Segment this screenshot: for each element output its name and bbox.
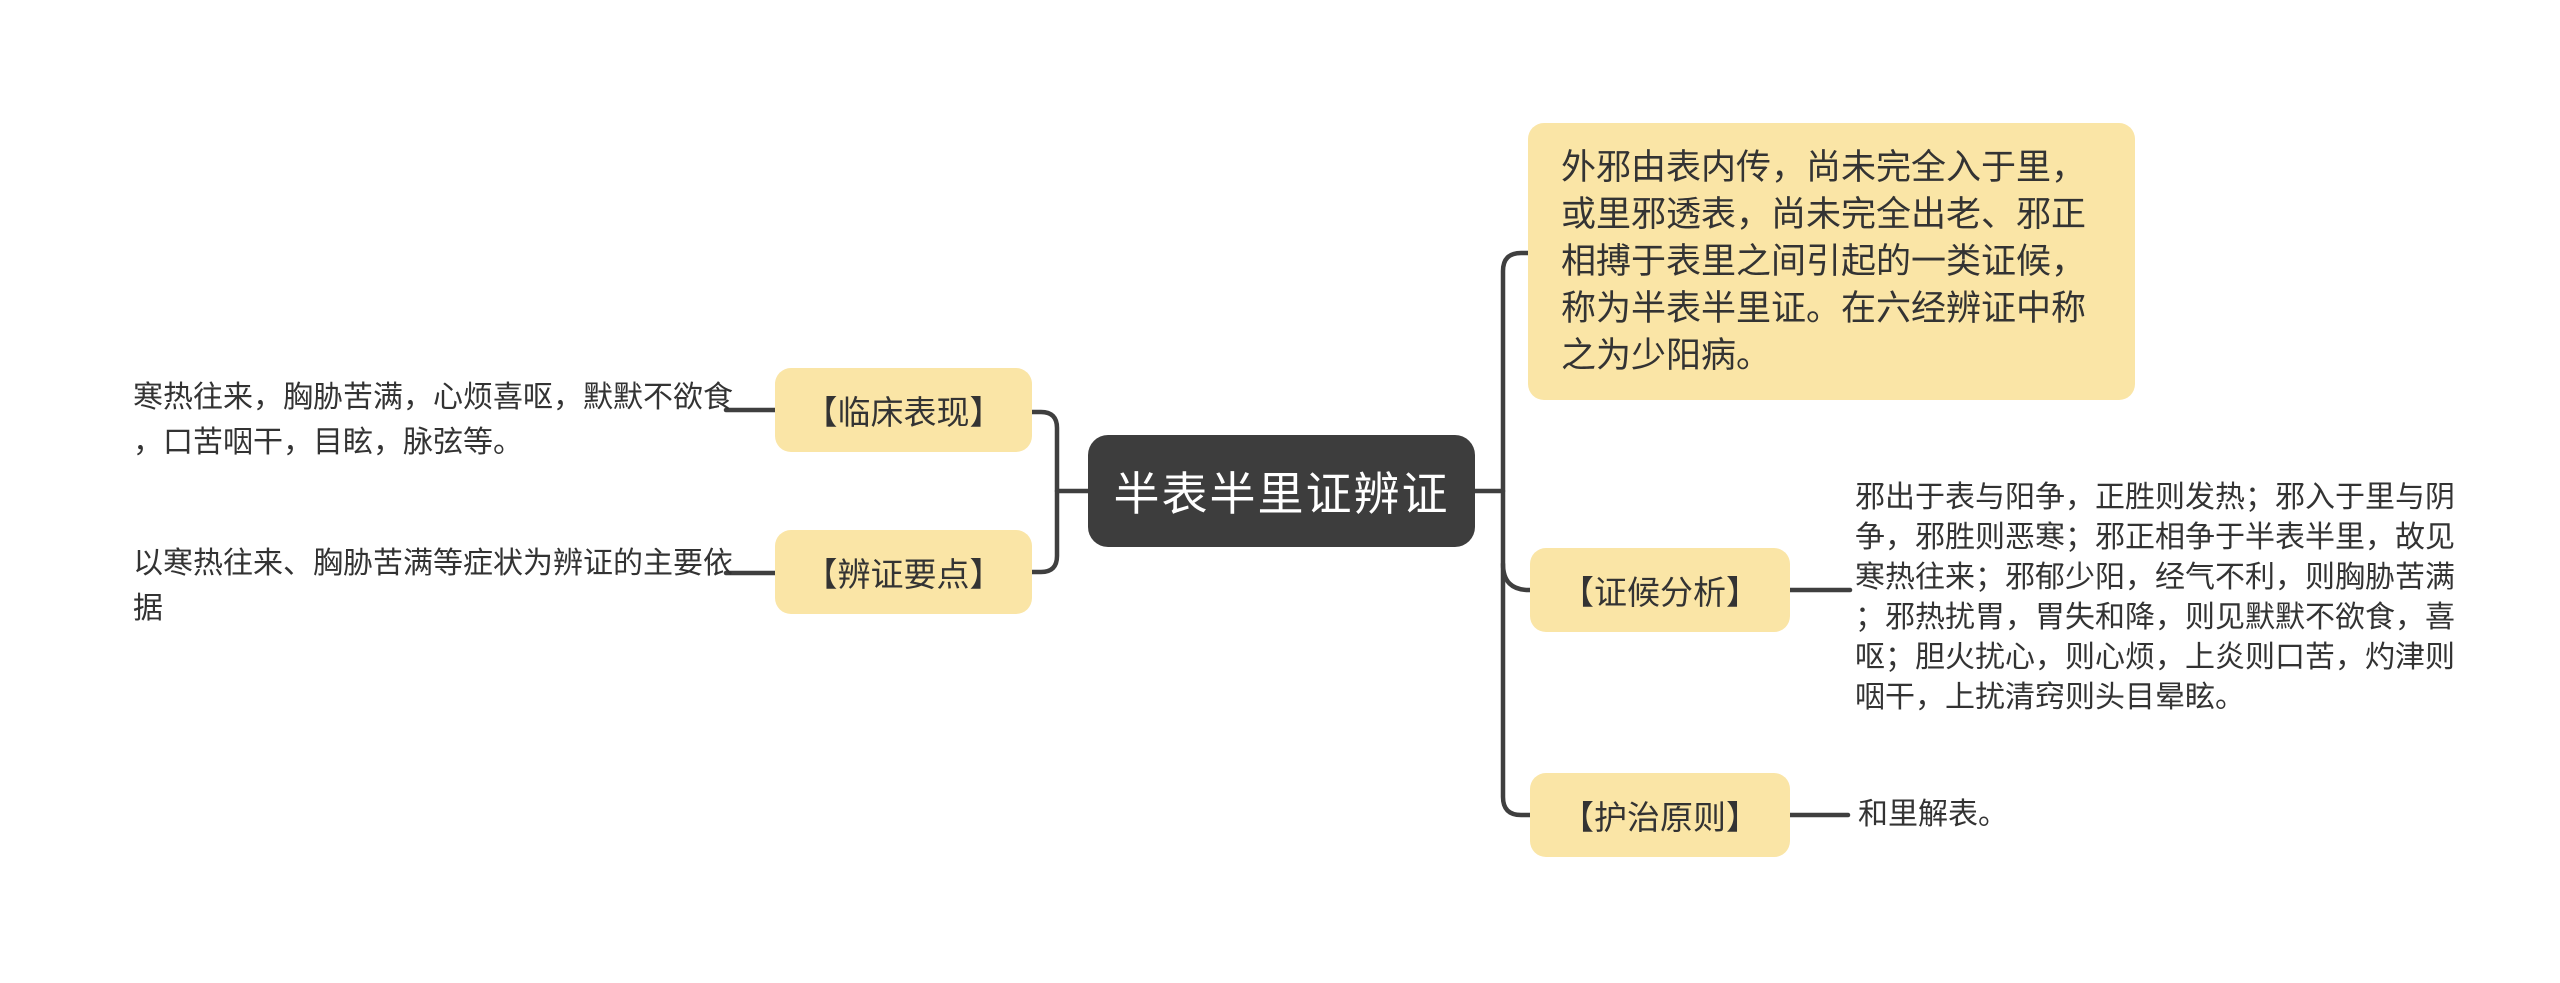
branch-differentiation-points[interactable]: 【辨证要点】 (775, 530, 1032, 614)
connector-trunk-to-analysis (1500, 561, 1535, 593)
note-differentiation-basis[interactable]: 以寒热往来、胸胁苦满等症状为辨证的主要依据 (133, 547, 733, 625)
note-care-treatment-principle[interactable]: 和里解表。 (1858, 798, 2008, 831)
root-node-label: 半表半里证辨证 (1113, 468, 1450, 520)
note-clinical-manifestations[interactable]: 寒热往来，胸胁苦满，心烦喜呕，默默不欲食，口苦咽干，目眩，脉弦等。 (133, 381, 733, 459)
connector-left-bracket (1029, 409, 1060, 575)
note-syndrome-analysis[interactable]: 邪出于表与阳争，正胜则发热；邪入于里与阴争，邪胜则恶寒；邪正相争于半表半里，故见… (1855, 481, 2455, 714)
branch-care-treatment-principle-label: 【护治原则】 (1561, 799, 1759, 836)
branch-syndrome-analysis-label: 【证候分析】 (1561, 574, 1759, 611)
root-node[interactable]: 半表半里证辨证 (1088, 435, 1475, 547)
branch-care-treatment-principle[interactable]: 【护治原则】 (1530, 773, 1790, 857)
branch-clinical-manifestations[interactable]: 【临床表现】 (775, 368, 1032, 452)
branch-differentiation-points-label: 【辨证要点】 (804, 556, 1003, 593)
note-syndrome-definition[interactable]: 外邪由表内传，尚未完全入于里，或里邪透表，尚未完全出老、邪正相搏于表里之间引起的… (1528, 123, 2135, 400)
branch-clinical-manifestations-label: 【临床表现】 (804, 394, 1003, 431)
branch-syndrome-analysis[interactable]: 【证候分析】 (1530, 548, 1790, 632)
